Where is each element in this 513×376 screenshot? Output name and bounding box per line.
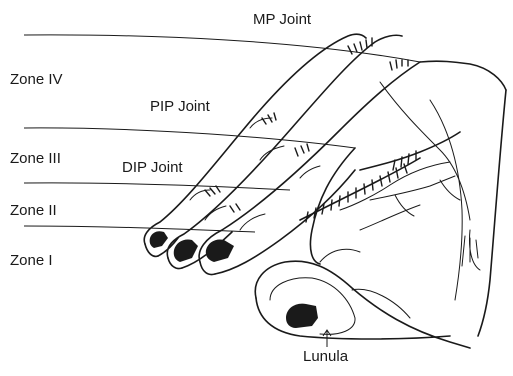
ring-nail: [150, 231, 168, 248]
pip-joint-label: PIP Joint: [150, 99, 210, 114]
zone-iii-leader: [24, 128, 355, 148]
index-finger: [199, 62, 420, 275]
zone-iii-label: Zone III: [10, 151, 61, 166]
zone-iv-label: Zone IV: [10, 72, 63, 87]
mp-joint-label: MP Joint: [253, 12, 311, 27]
zone-i-label: Zone I: [10, 253, 53, 268]
zone-leader-lines: [24, 35, 420, 347]
zone-iv-leader: [24, 35, 420, 62]
middle-finger: [167, 35, 402, 268]
thumb-nail: [286, 304, 318, 328]
zone-ii-leader: [24, 183, 290, 190]
middle-nail: [174, 239, 198, 262]
dip-joint-label: DIP Joint: [122, 160, 183, 175]
thumb: [255, 249, 470, 348]
lunula-label: Lunula: [303, 349, 348, 364]
zone-ii-label: Zone II: [10, 203, 57, 218]
